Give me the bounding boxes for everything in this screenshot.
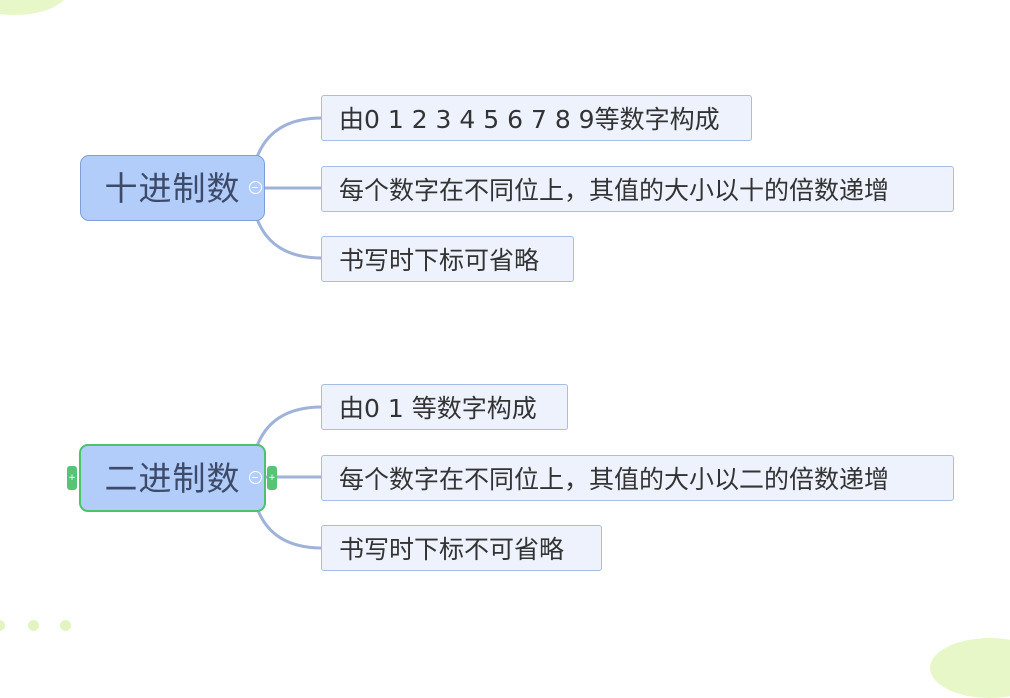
- connector-line: [254, 503, 324, 550]
- subtopic-label: 每个数字在不同位上，其值的大小以二的倍数递增: [339, 465, 890, 494]
- add-icon: +: [68, 473, 76, 483]
- subtopic-label: 书写时下标不可省略: [339, 535, 565, 564]
- subtopic[interactable]: 书写时下标可省略: [321, 236, 574, 282]
- subtopic-label: 书写时下标可省略: [339, 246, 540, 275]
- decoration-dot: [60, 620, 71, 631]
- central-topic-label: 二进制数: [104, 458, 241, 498]
- left-add-handle[interactable]: +: [67, 466, 77, 490]
- decoration-dot: [28, 620, 39, 631]
- central-topic[interactable]: 十进制数: [80, 155, 265, 221]
- connector-line: [254, 116, 324, 162]
- central-topic-selected[interactable]: 二进制数: [79, 444, 266, 512]
- subtopic-label: 由0 1 2 3 4 5 6 7 8 9等数字构成: [339, 105, 720, 134]
- decoration-dot: [0, 620, 5, 631]
- subtopic[interactable]: 每个数字在不同位上，其值的大小以十的倍数递增: [321, 166, 954, 212]
- subtopic[interactable]: 每个数字在不同位上，其值的大小以二的倍数递增: [321, 455, 954, 501]
- connector-line: [254, 214, 324, 260]
- collapse-icon[interactable]: [249, 181, 262, 194]
- connector-line: [254, 405, 324, 451]
- subtopic[interactable]: 书写时下标不可省略: [321, 525, 602, 571]
- right-add-handle[interactable]: +: [267, 466, 277, 490]
- subtopic-label: 每个数字在不同位上，其值的大小以十的倍数递增: [339, 176, 890, 205]
- add-icon: +: [268, 473, 276, 483]
- subtopic[interactable]: 由0 1 等数字构成: [321, 384, 568, 430]
- collapse-icon[interactable]: [249, 471, 262, 484]
- subtopic-label: 由0 1 等数字构成: [339, 394, 537, 423]
- central-topic-label: 十进制数: [104, 168, 241, 208]
- subtopic[interactable]: 由0 1 2 3 4 5 6 7 8 9等数字构成: [321, 95, 752, 141]
